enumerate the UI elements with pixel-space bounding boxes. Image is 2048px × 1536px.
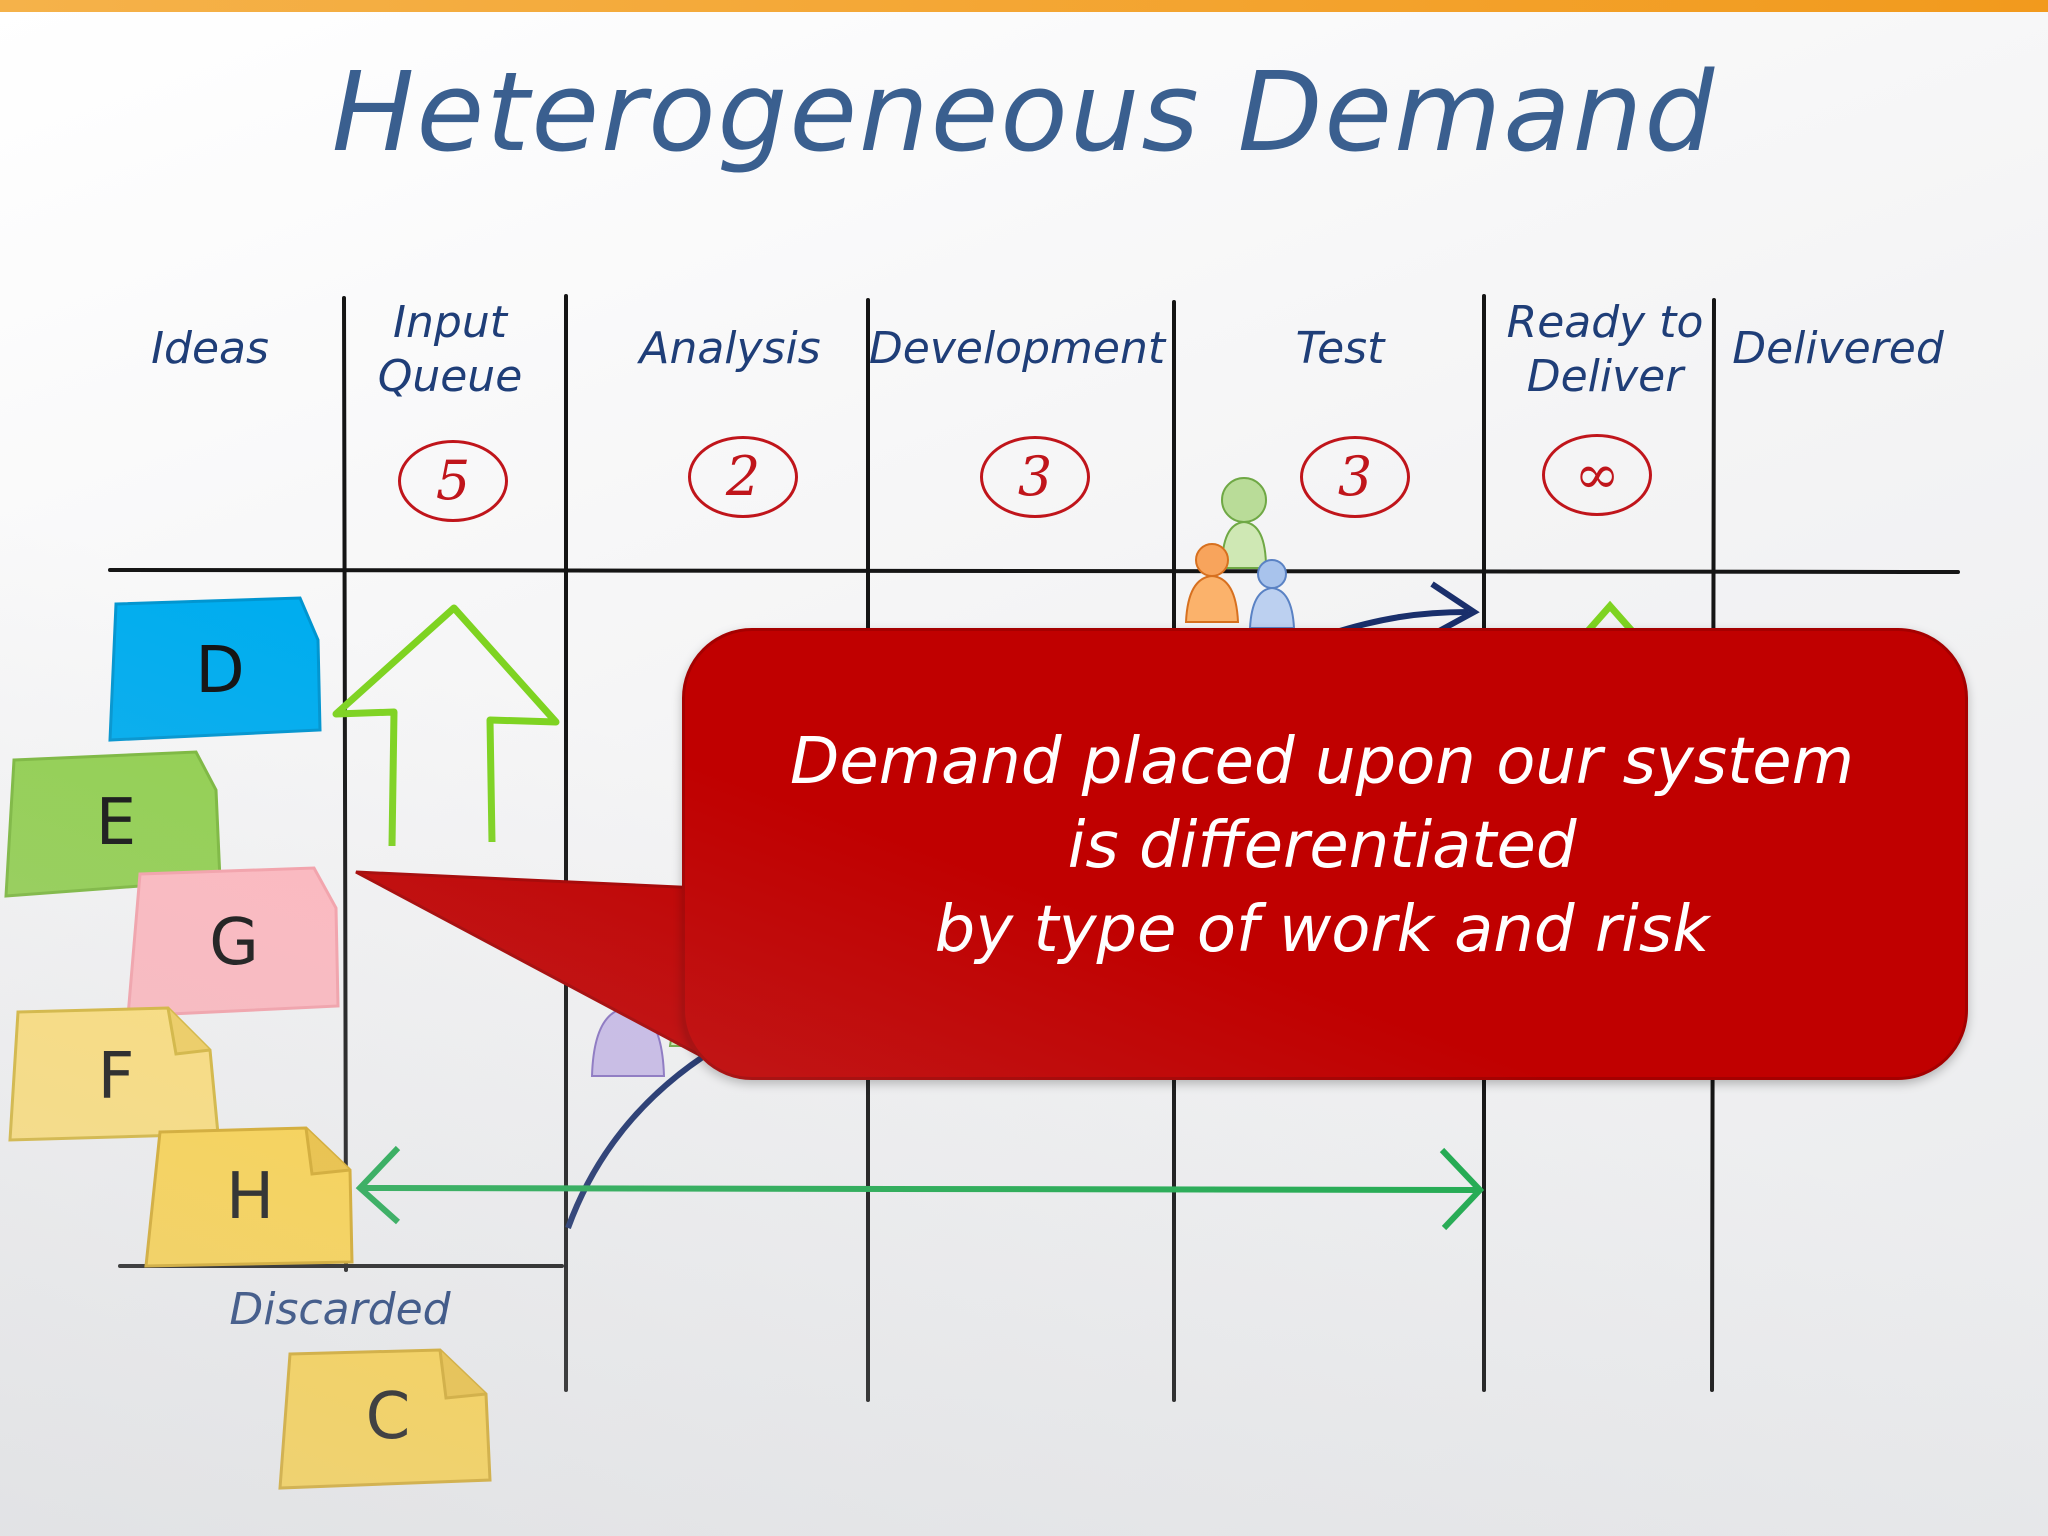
figure-body-blue: [1248, 586, 1296, 629]
column-header-test: Test: [1295, 323, 1385, 374]
header-divider-line: [108, 568, 1960, 574]
column-header-ideas: Ideas: [151, 323, 269, 374]
wip-limit-development: 3: [980, 436, 1090, 518]
figure-body-orange: [1184, 574, 1240, 623]
wip-limit-input-queue: 5: [398, 440, 508, 522]
column-divider: [342, 296, 348, 1272]
sticky-note-c: [278, 1348, 492, 1490]
teal-arrowhead-left: [355, 1145, 401, 1225]
column-header-ready-line1: Ready to: [1506, 297, 1704, 348]
column-header-input-queue: Input Queue: [350, 296, 550, 404]
sticky-note-letter-f: F: [97, 1040, 135, 1114]
sticky-note-h: [144, 1126, 354, 1268]
wip-limit-test: 3: [1300, 436, 1410, 518]
callout-line-3: by type of work and risk: [934, 893, 1710, 967]
wip-limit-analysis: 2: [688, 436, 798, 518]
figure-head-green: [1221, 477, 1267, 523]
slide-title: Heterogeneous Demand: [331, 48, 1717, 176]
callout-line-2: is differentiated: [1067, 809, 1577, 883]
discarded-label: Discarded: [229, 1284, 451, 1335]
sticky-note-letter-c: C: [365, 1380, 411, 1454]
figure-body-green: [1220, 520, 1268, 569]
sticky-note-c-corner: [438, 1349, 487, 1400]
callout-line-1: Demand placed upon our system: [790, 725, 1854, 799]
teal-arrowhead-right: [1439, 1147, 1485, 1231]
sticky-note-letter-d: D: [195, 634, 245, 708]
board-grid-lines: [108, 294, 1960, 1402]
wip-limit-ready-to-deliver: ∞: [1542, 434, 1652, 516]
sticky-note-letter-e: E: [95, 786, 137, 860]
sticky-notes: [4, 596, 492, 1490]
green-up-arrow: [332, 604, 560, 847]
sticky-note-letter-g: G: [209, 906, 259, 980]
callout-pointer: [355, 870, 722, 1069]
figure-head-blue: [1257, 559, 1287, 589]
column-header-ready-to-deliver: Ready to Deliver: [1480, 296, 1730, 404]
callout-box: [682, 628, 1968, 1080]
column-header-delivered: Delivered: [1732, 323, 1944, 374]
team-figures-test: [1184, 477, 1296, 629]
column-header-input-line2: Queue: [377, 351, 523, 402]
top-accent-bar: [0, 0, 2048, 12]
column-header-development: Development: [868, 323, 1166, 374]
column-header-ready-line2: Deliver: [1526, 351, 1684, 402]
teal-double-arrow-line: [361, 1185, 1477, 1193]
sticky-note-f-corner: [166, 1007, 211, 1056]
sticky-note-g: [126, 866, 340, 1018]
callout-text: Demand placed upon our system is differe…: [682, 720, 1962, 972]
sticky-note-h-corner: [304, 1127, 351, 1176]
sticky-note-letter-h: H: [225, 1160, 275, 1234]
column-header-input-line1: Input: [393, 297, 507, 348]
sticky-note-d: [108, 596, 322, 742]
figure-head-orange: [1195, 543, 1229, 577]
sticky-note-f: [8, 1006, 220, 1142]
column-header-analysis: Analysis: [639, 323, 821, 374]
sticky-note-e: [4, 750, 222, 898]
